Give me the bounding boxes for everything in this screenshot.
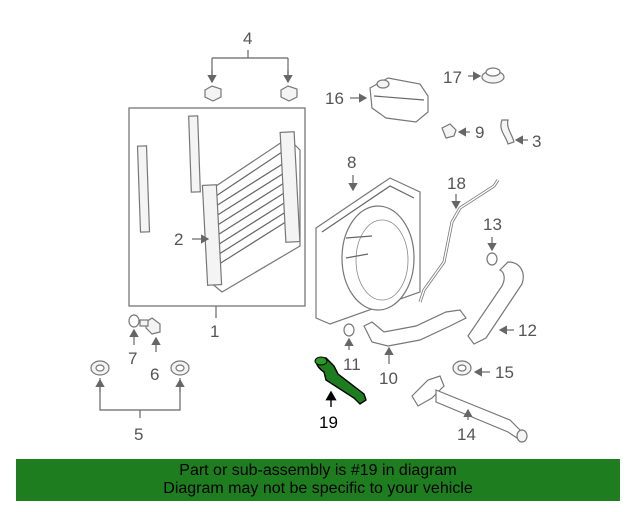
thermostat-housing-14 <box>411 375 528 443</box>
callout-7: 7 <box>128 349 137 368</box>
callout-14: 14 <box>457 425 476 444</box>
tube-18 <box>418 179 500 303</box>
hose-3 <box>500 119 515 145</box>
hose-10 <box>363 309 467 347</box>
callout-10: 10 <box>379 369 398 388</box>
banner-line-1: Part or sub-assembly is #19 in diagram <box>179 462 457 479</box>
o-ring-11 <box>343 323 355 337</box>
hose-12 <box>467 261 524 345</box>
hose-19-highlighted[interactable] <box>314 356 367 405</box>
callout-1: 1 <box>210 322 219 341</box>
reservoir-cap <box>481 67 505 84</box>
clip-9 <box>441 123 457 139</box>
callout-12: 12 <box>518 321 537 340</box>
mount-insulator-right <box>280 85 298 102</box>
info-banner: Part or sub-assembly is #19 in diagram D… <box>16 459 620 501</box>
o-ring-13 <box>486 252 498 266</box>
lower-mount-right <box>170 360 190 376</box>
callout-16: 16 <box>325 89 344 108</box>
lower-mount-left <box>90 360 110 376</box>
drain-plug-6 <box>139 317 161 335</box>
callout-8: 8 <box>347 153 356 172</box>
callout-13: 13 <box>483 215 502 234</box>
fan-shroud <box>315 177 421 325</box>
callout-18: 18 <box>447 174 466 193</box>
gasket-15 <box>452 360 472 376</box>
callout-6: 6 <box>150 365 159 384</box>
callout-4: 4 <box>243 29 252 48</box>
o-ring-7 <box>128 314 140 328</box>
callout-17: 17 <box>443 68 462 87</box>
callout-5: 5 <box>134 425 143 444</box>
callout-11: 11 <box>343 355 361 374</box>
callout-2: 2 <box>174 230 183 249</box>
callout-3: 3 <box>532 132 541 151</box>
callout-9: 9 <box>475 123 484 142</box>
coolant-reservoir <box>369 77 429 123</box>
mount-insulator-left <box>204 85 222 102</box>
radiator-assembly <box>128 107 306 307</box>
callout-19: 19 <box>319 413 338 432</box>
callout-15: 15 <box>495 363 514 382</box>
banner-line-2: Diagram may not be specific to your vehi… <box>163 480 473 497</box>
parts-diagram: 1 2 4 7 6 5 8 16 <box>90 29 541 444</box>
